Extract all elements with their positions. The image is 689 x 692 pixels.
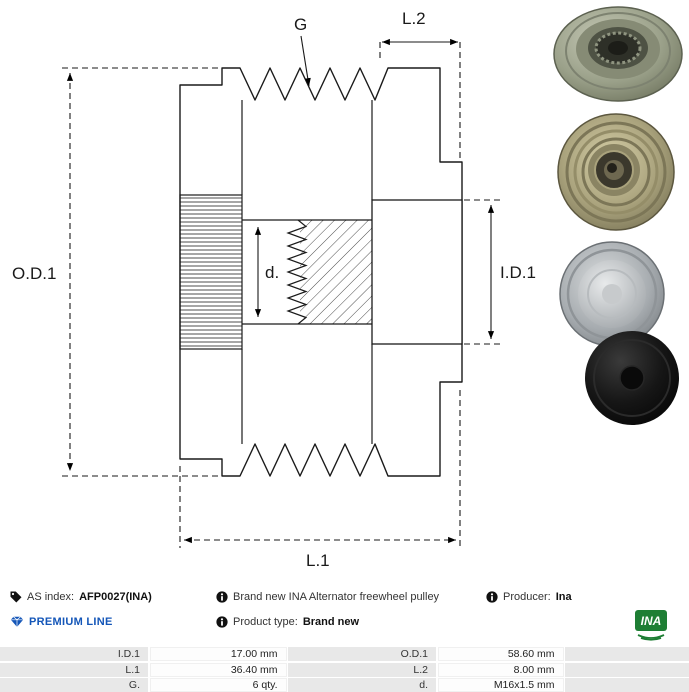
spec-empty-cell: [565, 662, 689, 677]
product-type-label: Product type:: [233, 616, 298, 628]
spec-table: I.D.1 17.00 mm O.D.1 58.60 mm L.1 36.40 …: [0, 647, 689, 692]
spec-value: 17.00 mm: [149, 647, 287, 661]
od1-label: O.D.1: [12, 264, 56, 283]
product-info-panel: AS index: AFP0027(INA) Brand new INA Alt…: [0, 585, 689, 692]
producer-value: Ina: [555, 591, 572, 603]
spec-value: 36.40 mm: [149, 662, 287, 677]
spec-empty-cell: [565, 678, 689, 692]
spec-empty-cell: [565, 647, 689, 661]
spec-value: 8.00 mm: [437, 662, 564, 677]
product-photo-capped[interactable]: [550, 240, 682, 350]
hub-section-hatched: [179, 194, 243, 350]
spec-label: d.: [288, 678, 436, 692]
diamond-icon: [10, 616, 24, 627]
product-type-value: Brand new: [302, 616, 360, 628]
ina-logo-text: INA: [641, 614, 662, 628]
info-icon: [216, 616, 228, 628]
product-photo-black-cap[interactable]: [580, 328, 684, 428]
thread-hatch: [300, 220, 372, 324]
spec-label: G.: [0, 678, 148, 692]
ina-brand-logo: INA: [634, 609, 668, 646]
technical-drawing: O.D.1 L.2 G I.D.1 d. L.1: [12, 9, 536, 570]
spec-value: 6 qty.: [149, 678, 287, 692]
product-type: Product type: Brand new: [216, 616, 359, 628]
description-text: Brand new INA Alternator freewheel pulle…: [233, 591, 440, 603]
pulley-cross-section: O.D.1 L.2 G I.D.1 d. L.1: [12, 9, 536, 570]
as-index-label: AS index:: [27, 591, 75, 603]
premium-line-badge: PREMIUM LINE: [10, 616, 113, 628]
tag-icon: [10, 591, 22, 603]
spec-value: M16x1.5 mm: [437, 678, 564, 692]
l1-label: L.1: [306, 551, 330, 570]
spec-value: 58.60 mm: [437, 647, 564, 661]
thread-profile: [286, 219, 308, 325]
sleeve-section: [371, 199, 463, 345]
product-photo-angled[interactable]: [548, 4, 688, 104]
as-index-value: AFP0027(INA): [79, 591, 152, 603]
d-label: d.: [265, 263, 279, 282]
premium-line-label: PREMIUM LINE: [29, 616, 113, 628]
as-index: AS index: AFP0027(INA): [10, 591, 152, 603]
spec-label: O.D.1: [288, 647, 436, 661]
product-photo-side[interactable]: [548, 108, 688, 236]
g-label: G: [294, 15, 307, 34]
l2-label: L.2: [402, 9, 426, 28]
producer-label: Producer:: [503, 591, 551, 603]
product-description: Brand new INA Alternator freewheel pulle…: [216, 591, 439, 603]
info-icon: [486, 591, 498, 603]
producer: Producer: Ina: [486, 591, 572, 603]
spec-label: L.2: [288, 662, 436, 677]
info-icon: [216, 591, 228, 603]
spec-label: L.1: [0, 662, 148, 677]
spec-label: I.D.1: [0, 647, 148, 661]
id1-label: I.D.1: [500, 263, 536, 282]
